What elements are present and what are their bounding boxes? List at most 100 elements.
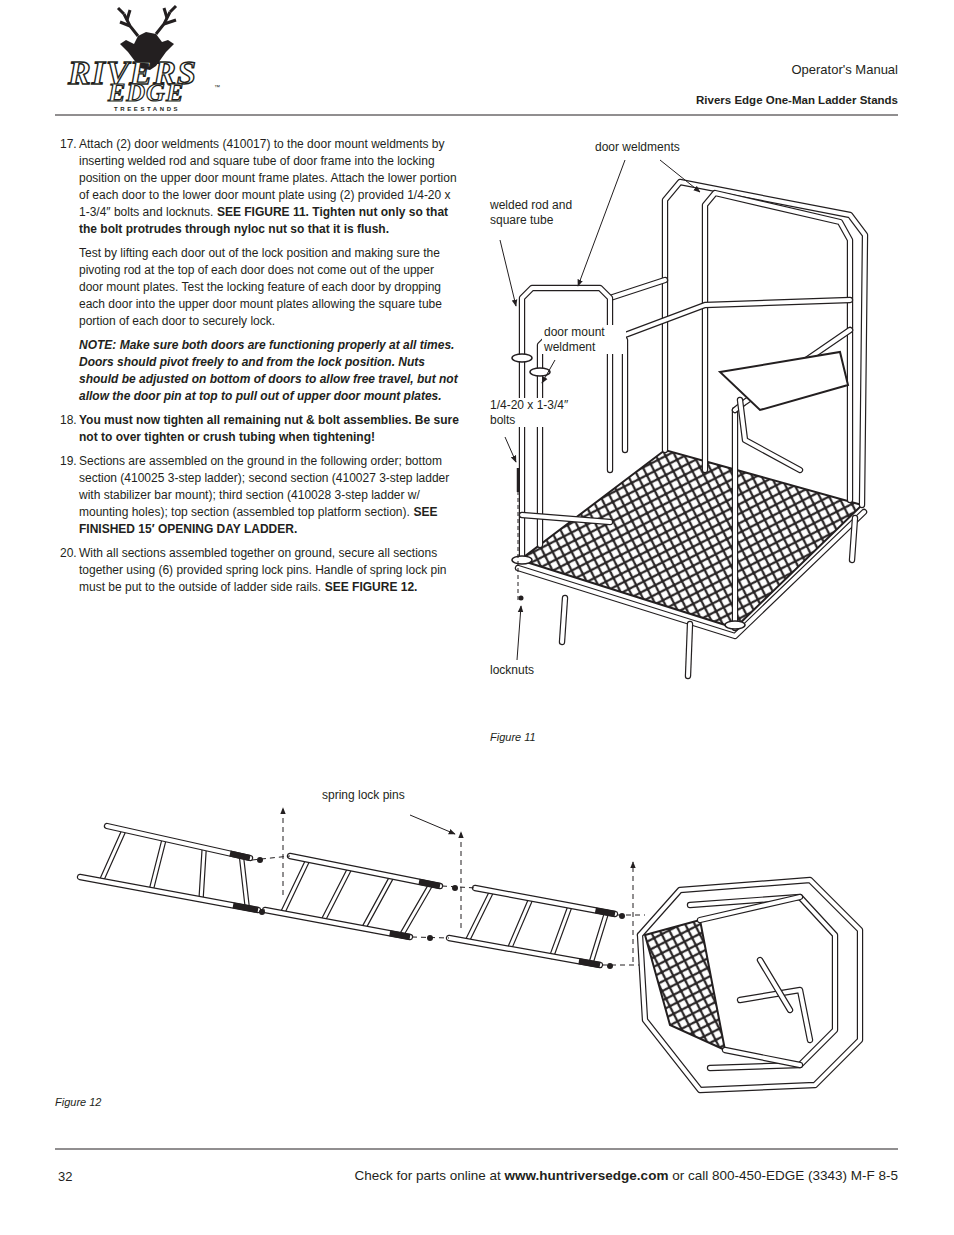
pin-guide [283,808,284,895]
cage-tube [725,1050,800,1065]
ladder-rung-fill [241,856,247,908]
frame-tube-fill [540,330,625,545]
ladder-rung [509,898,531,948]
ladder-rung-fill [282,860,308,914]
seat-bracket-fill [740,400,800,470]
page-number: 32 [58,1169,72,1185]
ladder-rail-fill [475,888,615,914]
logo-word: EDGE [108,80,184,106]
ladder-rung [151,839,164,890]
footer-text: Check for parts online at [355,1168,501,1183]
logo-tagline: TREESTANDS [114,106,180,112]
rail-sleeve [419,882,440,886]
ladder-rail-fill [290,856,440,886]
spring-lock-pin [257,857,263,863]
step-number: 19. [60,453,77,470]
mount-plate [512,354,532,362]
locknut [519,596,524,601]
emphasis-text: You must now tighten all remaining nut &… [79,413,459,444]
leader-line [660,160,700,192]
cage-tube [640,880,860,1090]
figure-caption: Figure 12 [55,1096,101,1109]
cage-tube-fill [740,990,810,1040]
ladder-rung-fill [591,912,607,963]
ladder-rail [107,826,250,858]
ladder-rung-fill [151,839,164,890]
step-number: 18. [60,412,77,429]
page-rules [55,115,898,1149]
frame-tube-fill [705,193,850,500]
instruction-step: 18.You must now tighten all remaining nu… [60,412,460,446]
ladder-rung-fill [552,906,571,957]
frame-tube [688,624,690,676]
mount-plate [725,621,745,629]
footer: Check for parts online at www.huntriverse… [355,1168,899,1183]
frame-tube-fill [665,182,865,505]
antler [120,22,130,26]
pin-guide [633,862,634,962]
callout-label: locknuts [488,663,536,678]
spring-lock-pin [259,909,265,915]
leader-line [517,606,521,660]
ladder-rung [282,860,308,914]
instruction-step: 17.Attach (2) door weldments (410017) to… [60,136,460,238]
ladder-rung [552,906,571,957]
cage-tube [700,897,800,920]
ladder-rung [323,868,350,921]
instruction-step: 20.With all sections assembled together … [60,545,460,596]
callout-label: door mount weldment [542,325,626,354]
ladder-rail [80,877,258,910]
website: www.huntriversedge.com [505,1168,669,1183]
figure-12-ladder [80,808,860,1090]
frame-tube [665,182,865,505]
instruction-step: 19.Sections are assembled on the ground … [60,453,460,538]
frame-tube-fill [610,280,665,298]
rail-sleeve [230,854,250,858]
callout-label: 1/4-20 x 1-3/4″ bolts [488,398,584,427]
spring-lock-pin [619,913,625,919]
antler [127,10,130,20]
header-rule [55,115,898,116]
instruction-step: NOTE: Make sure both doors are functioni… [60,337,460,405]
cage-tube-fill [760,960,790,1010]
cage-tube-fill [640,880,860,1090]
callout-label: welded rod and square tube [488,198,596,227]
frame-tube [518,512,864,636]
bolt [517,468,520,492]
ladder-rung-fill [467,891,492,941]
ladder-rail-fill [107,826,250,858]
header-title: Operator's Manual [791,62,898,78]
ladder-rung-fill [101,830,124,881]
rail-sleeve [390,933,410,937]
cage-tube [690,897,835,1068]
ladder-rail-fill [80,877,258,910]
rail-sleeve [595,910,615,914]
emphasis-text: SEE FIGURE 12. [325,580,418,594]
instruction-step: Test by lifting each door out of the loc… [60,245,460,330]
footer-rule [55,1149,898,1150]
frame-tube [705,193,850,500]
ladder-rail [449,938,600,965]
header-subtitle: Rivers Edge One-Man Ladder Stands [696,93,898,107]
footer-text: or call 800-450-EDGE (3343) M-F 8-5 [672,1168,898,1183]
rail-sleeve [579,961,600,965]
frame-tube [540,330,625,545]
platform-mesh [520,450,862,628]
cage-tube [740,990,810,1040]
frame-tube [562,598,565,642]
trademark: ™ [214,84,220,90]
frame-tube-fill [625,300,850,335]
frame-tube-fill [688,624,690,676]
ladder-rail-fill [449,938,600,965]
spring-lock-pin [427,935,433,941]
callout-label: door weldments [593,140,707,155]
ladder-rung-fill [401,884,431,935]
ladder-rung-fill [201,848,204,900]
leader-line [505,437,516,462]
ladder-rung-fill [509,898,531,948]
leader-line [410,815,455,834]
frame-tube [522,515,610,522]
cage-tube-fill [700,897,800,920]
frame-tube-fill [522,515,610,522]
